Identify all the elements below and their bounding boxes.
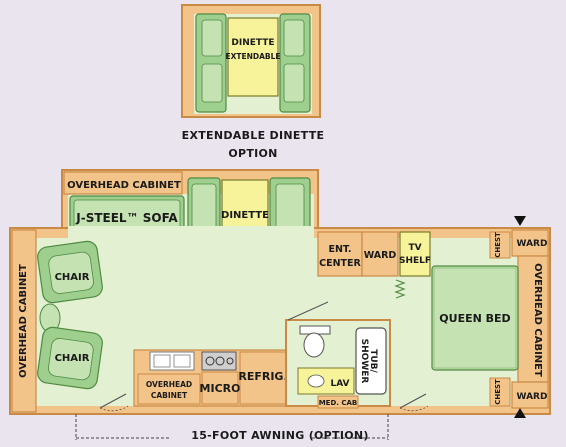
dinette-label: DINETTE <box>221 210 269 221</box>
chest-bottom <box>489 377 511 407</box>
entry-door <box>99 393 129 412</box>
microwave-label: MICRO <box>200 382 241 395</box>
chest-top <box>489 231 511 259</box>
slideout-overhead-cabinet <box>63 171 183 195</box>
ward-middle <box>361 231 399 277</box>
med-cab <box>317 395 359 409</box>
med-cab-label: MED. CAB <box>319 399 358 407</box>
ward-top-label: WARD <box>517 239 548 249</box>
ward-top <box>511 229 549 257</box>
microwave <box>201 371 239 405</box>
accordion-door <box>394 279 406 299</box>
dinette-option-label: DINETTE <box>231 38 274 48</box>
slideout-overhead-cabinet-label: OVERHEAD CABINET <box>67 180 181 191</box>
front-overhead-cabinet: OVERHEAD CABINET <box>11 229 37 413</box>
sofa-label: J-STEEL™ SOFA <box>75 211 178 225</box>
chair-top-label: CHAIR <box>55 272 90 283</box>
option-caption-line2: OPTION <box>228 147 278 160</box>
bedroom-overhead-cabinet-label: OVERHEAD CABINET <box>532 263 543 377</box>
bathroom: TUB/ SHOWER LAV MED. CAB <box>285 301 391 409</box>
tv-shelf-label-1: TV <box>408 243 421 253</box>
mid-cabinets: ENT. CENTER WARD TV SHELF <box>317 231 431 299</box>
awning-dimension <box>75 414 389 440</box>
bedroom: WARD CHEST OVERHEAD CABINET WARD CHEST Q… <box>431 229 549 409</box>
awning-label: 15-FOOT AWNING (OPTION) <box>191 429 369 442</box>
bedroom-overhead-cabinet <box>517 255 549 383</box>
tv-shelf <box>399 231 431 277</box>
dinette-option-sublabel: EXTENDABLE <box>225 52 280 61</box>
toilet-icon <box>303 332 325 358</box>
ent-center <box>317 231 363 277</box>
tub-shower-label-1: TUB/ <box>368 349 378 373</box>
ent-center-label-2: CENTER <box>319 258 361 269</box>
lavatory-label: LAV <box>330 379 349 389</box>
tv-shelf-label-2: SHELF <box>399 256 431 266</box>
dinette-option-table <box>227 17 279 97</box>
chair-top: CHAIR <box>37 240 103 304</box>
galley-overhead-cabinet <box>137 373 201 405</box>
galley-overhead-cabinet-label-1: OVERHEAD <box>146 380 192 389</box>
triangle-down-icon <box>514 216 526 226</box>
dinette-option-diagram: DINETTE EXTENDABLE <box>181 4 321 118</box>
front-overhead-cabinet-label: OVERHEAD CABINET <box>18 264 29 378</box>
galley-overhead-cabinet-label-2: CABINET <box>151 391 188 400</box>
chest-bottom-label: CHEST <box>494 379 502 405</box>
lavatory <box>297 367 355 395</box>
refrigerator-label: REFRIG. <box>238 370 287 383</box>
queen-bed-label: QUEEN BED <box>439 312 510 325</box>
chest-top-label: CHEST <box>494 232 502 258</box>
galley: OVERHEAD CABINET MICRO REFRIG. <box>133 349 288 407</box>
ward-bottom <box>511 381 549 409</box>
option-caption-line1: EXTENDABLE DINETTE <box>181 129 325 142</box>
chair-bottom: CHAIR <box>37 326 103 390</box>
triangle-up-icon <box>514 408 526 418</box>
stove <box>201 351 237 371</box>
tub-shower <box>355 327 387 395</box>
rear-door <box>399 393 429 412</box>
ward-bottom-label: WARD <box>517 392 548 402</box>
tub-shower-label-2: SHOWER <box>359 339 369 384</box>
ward-middle-label: WARD <box>364 250 397 261</box>
ent-center-label-1: ENT. <box>328 244 351 255</box>
chair-bottom-label: CHAIR <box>55 353 90 364</box>
